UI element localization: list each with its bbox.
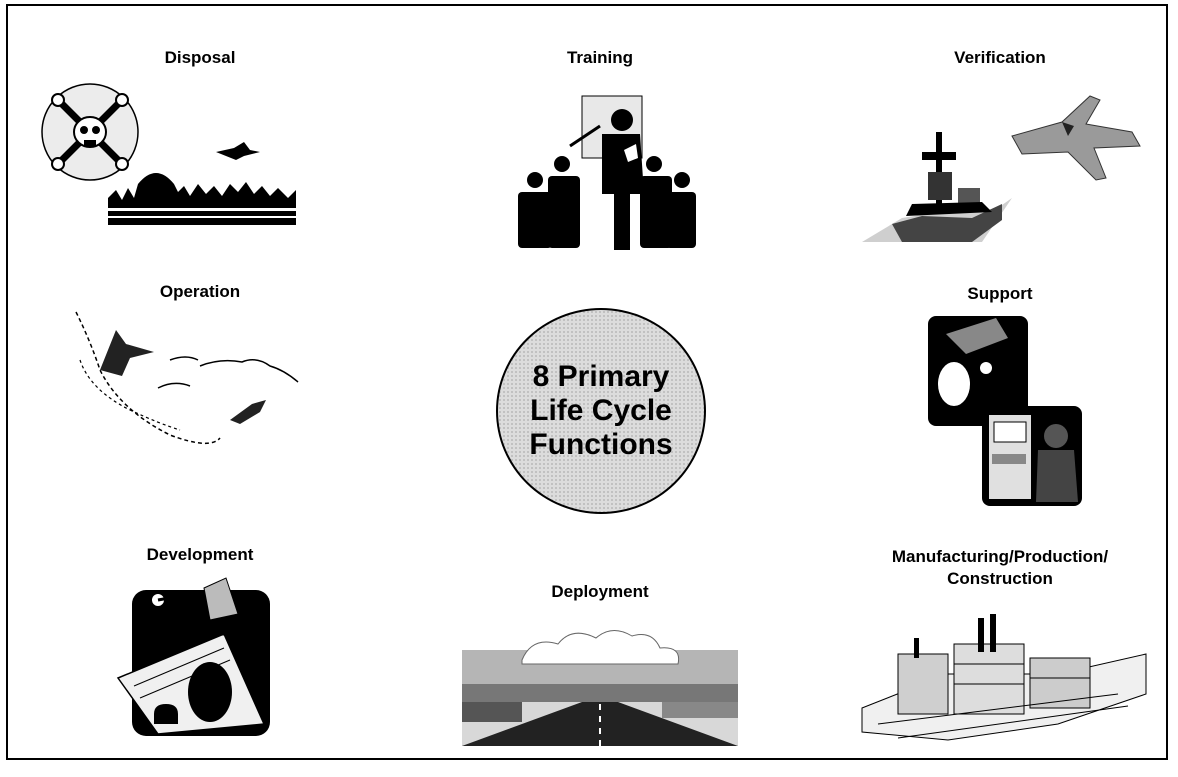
center-title: 8 Primary Life Cycle Functions (529, 360, 672, 462)
center-circle: 8 Primary Life Cycle Functions (496, 308, 706, 514)
label-training: Training (566, 48, 634, 67)
label-support: Support (967, 284, 1033, 303)
center-line1: 8 Primary (532, 360, 670, 393)
design-drafting-icon (116, 577, 270, 736)
label-disposal: Disposal (164, 48, 236, 67)
label-manufacturing-line2: Construction (947, 569, 1053, 588)
label-deployment: Deployment (551, 582, 649, 601)
label-manufacturing: Manufacturing/Production/ Construction (840, 546, 1160, 590)
presenter-audience-icon (518, 95, 696, 250)
highway-icon (462, 630, 738, 746)
center-line2: Life Cycle (530, 394, 672, 427)
factory-icon (861, 614, 1147, 741)
center-line3: Functions (529, 428, 673, 461)
label-operation: Operation (159, 282, 241, 301)
diagram-frame (6, 4, 1168, 760)
skull-crossbones-icon (41, 83, 296, 225)
label-development: Development (146, 545, 254, 564)
aircraft-maneuver-icon (75, 311, 299, 444)
maintenance-technician-icon (928, 316, 1082, 506)
label-manufacturing-line1: Manufacturing/Production/ (891, 547, 1109, 566)
ship-jet-icon (862, 95, 1141, 242)
label-verification: Verification (954, 48, 1046, 67)
